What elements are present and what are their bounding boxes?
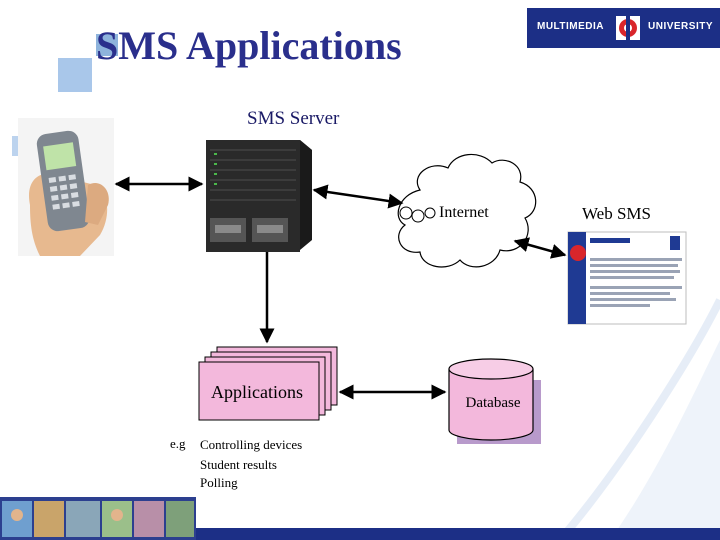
database-label: Database bbox=[465, 395, 521, 411]
internet-label: Internet bbox=[439, 204, 489, 221]
example-item: Controlling devices bbox=[200, 437, 303, 452]
arrow-server-internet bbox=[312, 184, 404, 209]
sms-server-label: SMS Server bbox=[247, 108, 340, 129]
slide-title: SMS Applications bbox=[96, 23, 402, 68]
example-prefix: e.g bbox=[170, 436, 186, 451]
web-sms-label: Web SMS bbox=[582, 204, 652, 223]
decorative-square bbox=[58, 58, 92, 92]
applications-documents-icon bbox=[198, 346, 338, 421]
example-item: Polling bbox=[200, 475, 238, 490]
arrow-internet-websms bbox=[513, 237, 567, 259]
decorative-square bbox=[12, 136, 22, 156]
database-cylinder-icon bbox=[448, 358, 541, 444]
web-sms-page-icon bbox=[567, 231, 687, 325]
decorative-square bbox=[96, 34, 118, 56]
university-logo: MULTIMEDIA UNIVERSITY bbox=[527, 8, 720, 48]
logo-text-left: MULTIMEDIA bbox=[537, 21, 605, 32]
server-icon bbox=[206, 140, 312, 252]
example-item: Student results bbox=[200, 457, 277, 472]
logo-emblem-icon bbox=[616, 12, 640, 44]
footer-bar bbox=[196, 528, 720, 540]
logo-text-right: UNIVERSITY bbox=[648, 21, 714, 32]
mobile-phone-icon bbox=[18, 118, 114, 256]
applications-label: Applications bbox=[211, 382, 303, 402]
photo-strip-image bbox=[0, 497, 196, 540]
